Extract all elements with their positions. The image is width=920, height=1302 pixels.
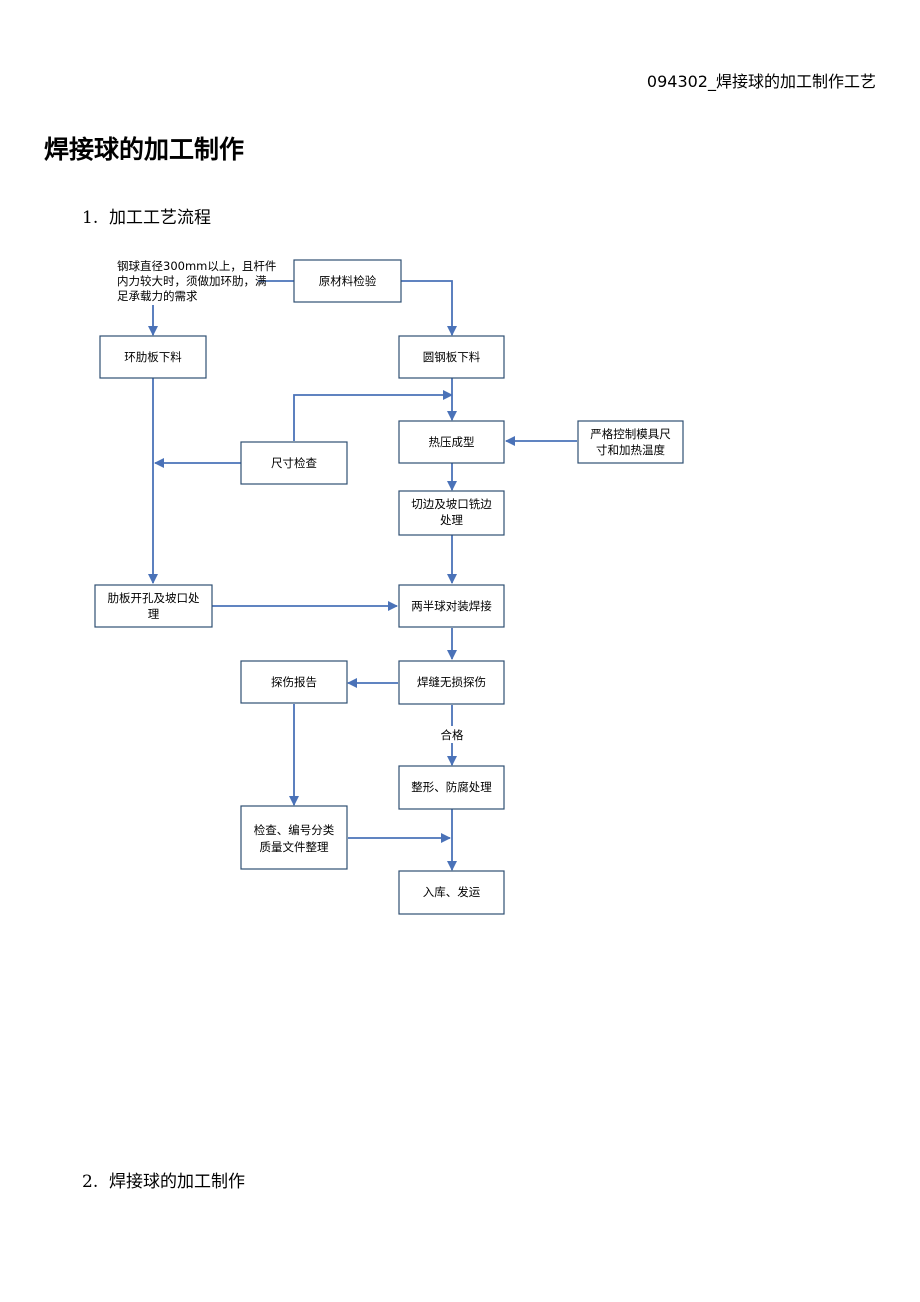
node-ring-cut: 环肋板下料 (99, 335, 207, 379)
page-title: 焊接球的加工制作 (44, 135, 245, 164)
node-ndt: 焊缝无损探伤 (398, 660, 505, 705)
node-edge-trim: 切边及坡口铣边 处理 (398, 490, 505, 536)
node-raw-inspect: 原材料检验 (293, 259, 402, 303)
ring-rib-note: 钢球直径300mm以上，且杆件 内力较大时，须做加环肋，满 足承载力的需求 (117, 259, 276, 303)
page-header: 094302_焊接球的加工制作工艺 (646, 72, 876, 91)
node-report-label: 探伤报告 (271, 675, 317, 689)
node-ndt-label: 焊缝无损探伤 (417, 675, 486, 689)
node-ring-cut-label: 环肋板下料 (124, 350, 182, 364)
node-edge-trim-line-1: 切边及坡口铣边 (411, 497, 492, 511)
node-hot-press: 热压成型 (398, 420, 505, 464)
arrow-size-feedback (293, 390, 453, 441)
node-round-cut: 圆钢板下料 (398, 335, 505, 379)
node-control-line-2: 寸和加热温度 (596, 443, 665, 457)
arrow-raw-to-round (401, 280, 457, 336)
note-line-3: 足承载力的需求 (117, 289, 198, 303)
note-line-1: 钢球直径300mm以上，且杆件 (117, 259, 276, 273)
node-hot-press-label: 热压成型 (429, 435, 475, 449)
section-1-heading: 1. 加工工艺流程 (82, 203, 211, 228)
node-rib-hole-line-2: 理 (148, 607, 160, 621)
section-2-number: 2. (82, 1172, 99, 1192)
node-store-ship-label: 入库、发运 (423, 885, 481, 899)
node-round-cut-label: 圆钢板下料 (423, 350, 481, 364)
node-shaping-label: 整形、防腐处理 (411, 780, 492, 794)
node-control: 严格控制模具尺 寸和加热温度 (577, 420, 684, 464)
node-raw-inspect-label: 原材料检验 (319, 274, 377, 288)
flow-connectors (148, 280, 577, 871)
node-check-number-line-1: 检查、编号分类 (254, 823, 335, 837)
node-size-check: 尺寸检查 (240, 441, 348, 485)
note-line-2: 内力较大时，须做加环肋，满 (117, 274, 267, 288)
node-assemble: 两半球对装焊接 (398, 584, 505, 628)
node-check-number-line-2: 质量文件整理 (260, 840, 329, 854)
node-rib-hole-line-1: 肋板开孔及坡口处 (108, 591, 200, 605)
section-2-text: 焊接球的加工制作 (109, 1172, 246, 1192)
node-check-number: 检查、编号分类 质量文件整理 (240, 805, 348, 870)
node-store-ship: 入库、发运 (398, 870, 505, 915)
node-assemble-label: 两半球对装焊接 (411, 599, 492, 613)
section-1-number: 1. (82, 208, 99, 228)
pass-label: 合格 (441, 728, 464, 742)
section-2-heading: 2. 焊接球的加工制作 (82, 1167, 245, 1192)
node-edge-trim-line-2: 处理 (440, 513, 463, 527)
node-control-line-1: 严格控制模具尺 (590, 427, 671, 441)
section-1-text: 加工工艺流程 (109, 208, 212, 228)
node-shaping: 整形、防腐处理 (398, 765, 505, 810)
node-report: 探伤报告 (240, 660, 348, 704)
node-rib-hole: 肋板开孔及坡口处 理 (94, 584, 213, 628)
node-size-check-label: 尺寸检查 (271, 456, 317, 470)
